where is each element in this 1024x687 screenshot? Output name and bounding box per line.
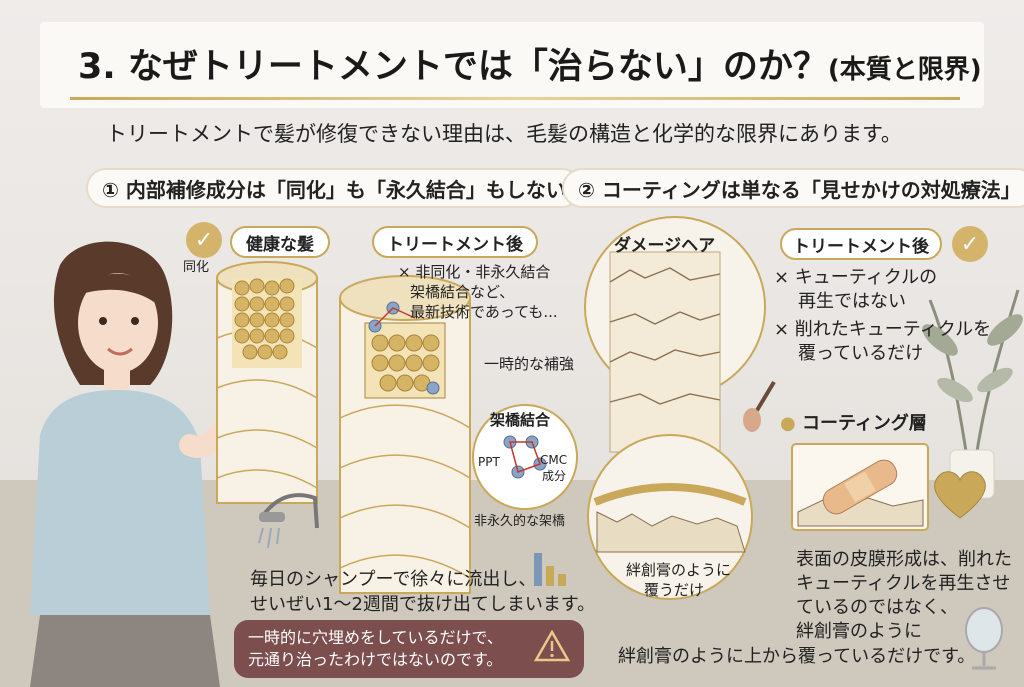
- ppt-label: PPT: [478, 455, 500, 469]
- bar-chart-icon: [534, 553, 566, 586]
- page-title: 3. なぜトリートメントでは「治らない」のか？(本質と限界): [78, 47, 982, 87]
- right-after-treatment-label: トリートメント後: [780, 228, 942, 260]
- healthy-hair-label: 健康な髪: [230, 226, 330, 258]
- title-suffix: (本質と限界): [827, 55, 982, 85]
- note-line-2: 架橋結合など、: [410, 283, 515, 301]
- nonpermanent-crosslink-label: 非永久的な架橋: [474, 514, 566, 529]
- bandage-line-2: 覆うだけ: [644, 581, 705, 599]
- heart-icon: [934, 471, 986, 519]
- treated-hair-diagram: [339, 275, 471, 594]
- check-icon: ✓: [186, 222, 222, 258]
- title-divider: [70, 97, 960, 100]
- summary-line-5: 絆創膏のように上から覆っているだけです。: [618, 646, 976, 667]
- temporary-reinforcement-label: 一時的な補強: [484, 355, 575, 373]
- bandage-diagram: [587, 434, 753, 600]
- coating-layer-label: ● コーティング層: [780, 413, 927, 434]
- healthy-hair-diagram: [216, 261, 318, 504]
- mirror-icon: [965, 607, 1003, 670]
- brush-icon: [743, 380, 776, 432]
- bullet-dot: ●: [780, 413, 802, 434]
- note-line-3: 最新技術であっても...: [410, 303, 558, 321]
- title-bar: [40, 22, 984, 108]
- washout-line-1: 毎日のシャンプーで徐々に流出し、: [250, 569, 537, 590]
- left-after-treatment-label: トリートメント後: [372, 226, 538, 258]
- bandage-icon: [791, 443, 929, 531]
- warning-line-2: 元通り治ったわけではないのです。: [248, 650, 503, 669]
- shower-icon: [258, 493, 319, 549]
- summary-line-1: 表面の皮膜形成は、削れた: [796, 549, 1012, 570]
- note2-line-1: × 削れたキューティクルを: [774, 319, 992, 340]
- check-icon-right: ✓: [952, 226, 988, 262]
- bandage-line-1: 絆創膏のように: [626, 561, 732, 579]
- note1-line-1: × キューティクルの: [774, 267, 938, 288]
- damage-hair-diagram: [584, 216, 766, 453]
- washout-line-2: せいぜい1〜2週間で抜け出てしまいます。: [250, 594, 596, 615]
- note2-line-2: 覆っているだけ: [798, 343, 924, 364]
- left-section-heading: ① 内部補修成分は「同化」も「永久結合」もしない: [86, 168, 582, 208]
- warning-line-1: 一時的に穴埋めをしているだけで、: [248, 628, 503, 647]
- note1-line-2: 再生ではない: [798, 291, 906, 312]
- crosslink-label: 架橋結合: [490, 411, 551, 429]
- warning-box: 一時的に穴埋めをしているだけで、 元通り治ったわけではないのです。: [234, 620, 584, 678]
- crosslink-diagram: [472, 404, 578, 510]
- plant-icon: [922, 289, 1023, 499]
- right-section-heading: ② コーティングは単なる「見せかけの対処療法」: [562, 168, 1024, 208]
- summary-line-2: キューティクルを再生させ: [796, 573, 1011, 594]
- cmc-sub-label: 成分: [542, 469, 567, 483]
- summary-line-3: ているのではなく、: [796, 597, 958, 618]
- woman-illustration: [30, 241, 230, 687]
- damage-hair-label: ダメージヘア: [614, 236, 716, 256]
- cmc-label: CMC: [540, 453, 568, 467]
- intro-text: トリートメントで髪が修復できない理由は、毛髪の構造と化学的な限界にあります。: [106, 122, 902, 146]
- check-label: 同化: [183, 260, 210, 275]
- summary-line-4: 絆創膏のように: [796, 621, 922, 642]
- warning-icon: [534, 630, 570, 662]
- note-line-1: × 非同化・非永久結合: [398, 263, 551, 281]
